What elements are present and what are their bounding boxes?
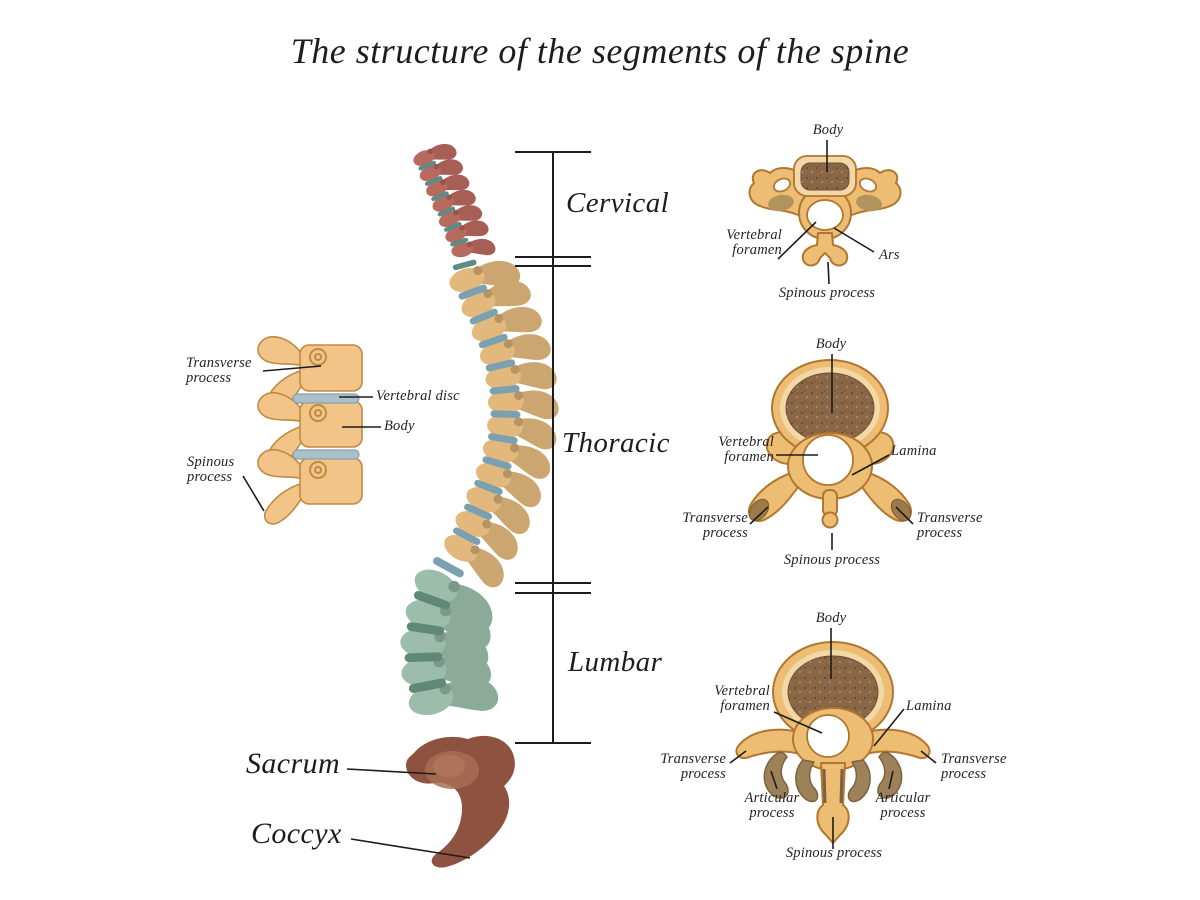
intervertebral-disc — [431, 191, 449, 202]
thoracic-section-transverse-left-label: Transverse process — [682, 510, 748, 542]
cervical-section-spinous-label: Spinous process — [778, 285, 876, 301]
vertebra — [487, 414, 557, 450]
thoracic-section-body-label: Body — [815, 336, 847, 352]
intervertebral-disc — [437, 206, 456, 217]
thoracic-section-foramen-label: Vertebral foramen — [718, 434, 774, 466]
vertebra — [475, 462, 541, 508]
thoracic-cross-section — [747, 359, 913, 529]
intervertebral-disc — [433, 557, 464, 578]
spine-lateral-view — [400, 143, 559, 716]
sacrum-coccyx-shape — [406, 735, 515, 868]
vertebra — [479, 334, 551, 366]
intervertebral-disc — [469, 308, 498, 325]
thoracic-section-lamina-label: Lamina — [891, 443, 937, 459]
thoracic-segment-label: Thoracic — [562, 427, 670, 459]
thoracic-section-spinous-label: Spinous process — [783, 552, 881, 568]
lumbar-section-articular-left-label: Articular process — [744, 790, 800, 822]
vertebra — [487, 390, 559, 420]
vertebra — [419, 159, 463, 182]
closeup-transverse-process-label: Transverse process — [186, 355, 252, 387]
sacrum-label: Sacrum — [246, 747, 341, 780]
cervical-segment-label: Cervical — [566, 187, 670, 219]
vertebra — [445, 220, 489, 243]
intervertebral-disc — [485, 359, 516, 372]
intervertebral-disc — [444, 221, 462, 232]
intervertebral-disc — [450, 237, 469, 247]
diagram-title: The structure of the segments of the spi… — [290, 31, 910, 71]
intervertebral-disc — [482, 456, 512, 470]
closeup-vertebral-disc-label: Vertebral disc — [376, 388, 460, 404]
cervical-section-ars-label: Ars — [879, 247, 900, 263]
intervertebral-disc — [424, 176, 443, 186]
vertebra — [444, 534, 504, 588]
intervertebral-disc — [404, 652, 443, 663]
cervical-section-foramen-label: Vertebral foramen — [726, 227, 782, 259]
vertebra — [426, 174, 470, 197]
thoracic-section-transverse-right-label: Transverse process — [917, 510, 983, 542]
intervertebral-disc — [464, 503, 493, 520]
cervical-cross-section — [748, 155, 902, 267]
vertebra — [449, 260, 521, 293]
coccyx-label: Coccyx — [251, 817, 342, 850]
intervertebral-disc — [406, 622, 445, 636]
intervertebral-disc — [453, 527, 481, 546]
vertebra — [438, 205, 483, 228]
vertebra — [485, 362, 557, 390]
closeup-vertebral-disc — [292, 449, 360, 460]
intervertebral-disc — [487, 433, 518, 445]
vertebrae-closeup — [257, 336, 363, 525]
vertebra — [413, 143, 457, 166]
vertebra — [408, 677, 499, 716]
vertebra — [461, 280, 531, 318]
intervertebral-disc — [408, 678, 447, 693]
vertebra — [471, 306, 542, 342]
lumbar-cross-section — [735, 641, 931, 844]
intervertebral-disc — [452, 259, 477, 271]
closeup-vertebra — [257, 449, 363, 525]
vertebra — [466, 486, 530, 535]
intervertebral-disc — [413, 590, 451, 610]
intervertebral-disc — [458, 284, 488, 300]
lumbar-section-foramen-label: Vertebral foramen — [714, 683, 770, 715]
lumbar-section-transverse-left-label: Transverse process — [660, 751, 726, 783]
closeup-vertebral-disc — [292, 393, 360, 404]
closeup-body-label: Body — [384, 418, 415, 434]
intervertebral-disc — [418, 160, 436, 171]
lumbar-section-transverse-right-label: Transverse process — [941, 751, 1007, 783]
lumbar-section-body-label: Body — [815, 610, 847, 626]
vertebra — [432, 189, 476, 212]
intervertebral-disc — [489, 385, 520, 395]
intervertebral-disc — [490, 410, 521, 419]
vertebra — [482, 438, 551, 479]
cervical-section-body-label: Body — [812, 122, 844, 138]
intervertebral-disc — [478, 333, 508, 349]
lumbar-segment-label: Lumbar — [568, 646, 663, 678]
lumbar-section-lamina-label: Lamina — [906, 698, 952, 714]
lumbar-section-articular-right-label: Articular process — [875, 790, 931, 822]
lumbar-section-spinous-label: Spinous process — [785, 845, 883, 861]
segment-bracket — [515, 151, 591, 744]
vertebra — [451, 238, 496, 258]
closeup-spinous-process-label: Spinous process — [187, 454, 235, 486]
intervertebral-disc — [474, 479, 503, 496]
vertebra — [455, 511, 518, 560]
leader-lines — [242, 140, 937, 859]
